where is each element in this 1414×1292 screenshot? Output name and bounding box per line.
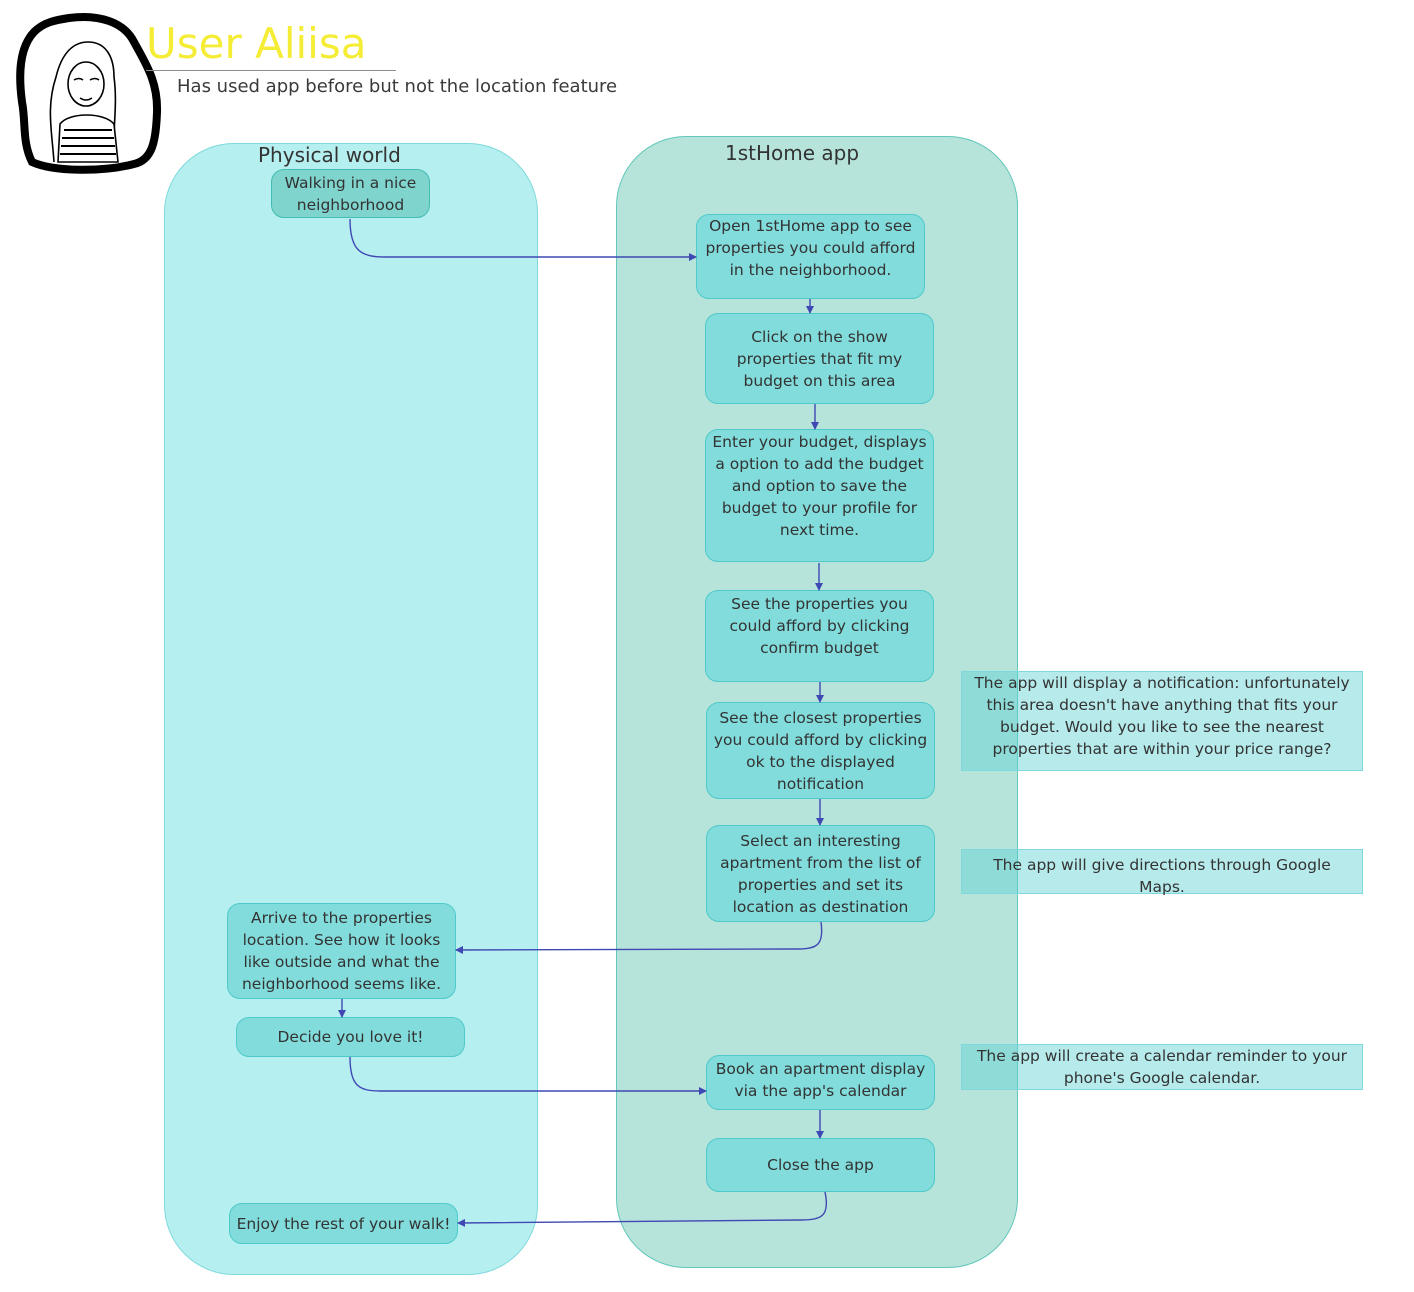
note-calendar: The app will create a calendar reminder … — [961, 1044, 1363, 1090]
step-click-show: Click on the show properties that fit my… — [705, 313, 934, 404]
lane-physical-world — [164, 143, 538, 1275]
step-arrive: Arrive to the properties location. See h… — [227, 903, 456, 999]
step-book-display: Book an apartment display via the app's … — [706, 1055, 935, 1110]
lane-physical-title: Physical world — [258, 143, 401, 167]
step-walking: Walking in a nice neighborhood — [271, 169, 430, 218]
step-open-app: Open 1stHome app to see properties you c… — [696, 214, 925, 299]
step-see-properties: See the properties you could afford by c… — [705, 590, 934, 682]
step-enter-budget: Enter your budget, displays a option to … — [705, 429, 934, 562]
step-close-app: Close the app — [706, 1138, 935, 1192]
step-select-apartment: Select an interesting apartment from the… — [706, 825, 935, 922]
step-decide: Decide you love it! — [236, 1017, 465, 1057]
step-see-closest: See the closest properties you could aff… — [706, 702, 935, 799]
persona-subtitle: Has used app before but not the location… — [177, 76, 618, 97]
persona-title: User Aliisa — [146, 19, 367, 68]
title-divider — [146, 70, 396, 71]
lane-app-title: 1stHome app — [725, 141, 860, 165]
note-directions: The app will give directions through Goo… — [961, 849, 1363, 896]
step-enjoy: Enjoy the rest of your walk! — [229, 1203, 458, 1244]
note-notification: The app will display a notification: unf… — [961, 671, 1363, 771]
user-avatar-sketch — [14, 12, 164, 178]
